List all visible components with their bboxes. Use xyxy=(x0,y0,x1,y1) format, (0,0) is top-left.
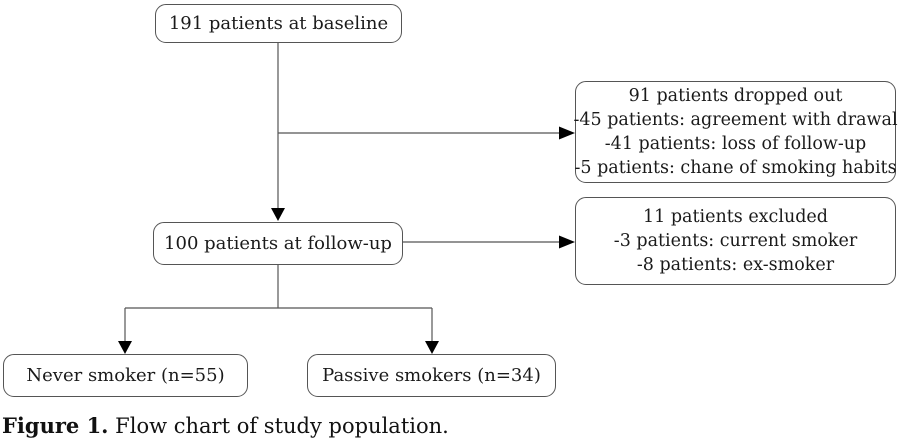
dropped-out-line: -45 patients: agreement with drawal xyxy=(573,110,898,130)
excluded-line: -3 patients: current smoker xyxy=(613,231,858,251)
figure-caption: Figure 1. Flow chart of study population… xyxy=(2,412,449,440)
arrow-down-never xyxy=(118,341,132,354)
box-patients-baseline-label: 191 patients at baseline xyxy=(168,12,389,34)
figure-caption-text: Flow chart of study population. xyxy=(108,414,449,438)
arrow-down-passive xyxy=(425,341,439,354)
box-patients-followup-label: 100 patients at follow-up xyxy=(164,232,392,254)
box-patients-baseline: 191 patients at baseline xyxy=(155,4,402,43)
box-patients-followup: 100 patients at follow-up xyxy=(153,222,403,265)
arrow-right-excluded xyxy=(559,235,575,249)
dropped-out-line: -5 patients: chane of smoking habits xyxy=(574,158,897,178)
box-patients-dropped-out: 91 patients dropped out -45 patients: ag… xyxy=(573,81,898,183)
arrow-down-followup xyxy=(271,208,285,221)
box-passive-smokers: Passive smokers (n=34) xyxy=(307,354,556,397)
dropped-out-line: -41 patients: loss of follow-up xyxy=(604,134,867,154)
box-passive-smokers-label: Passive smokers (n=34) xyxy=(322,364,541,386)
box-never-smoker-label: Never smoker (n=55) xyxy=(26,364,225,386)
dropped-out-line: 91 patients dropped out xyxy=(628,86,843,106)
box-never-smoker: Never smoker (n=55) xyxy=(3,354,248,397)
figure-caption-number: Figure 1. xyxy=(2,413,109,438)
box-patients-excluded: 11 patients excluded -3 patients: curren… xyxy=(575,197,896,285)
excluded-line: -8 patients: ex-smoker xyxy=(636,255,835,275)
excluded-line: 11 patients excluded xyxy=(643,207,828,227)
